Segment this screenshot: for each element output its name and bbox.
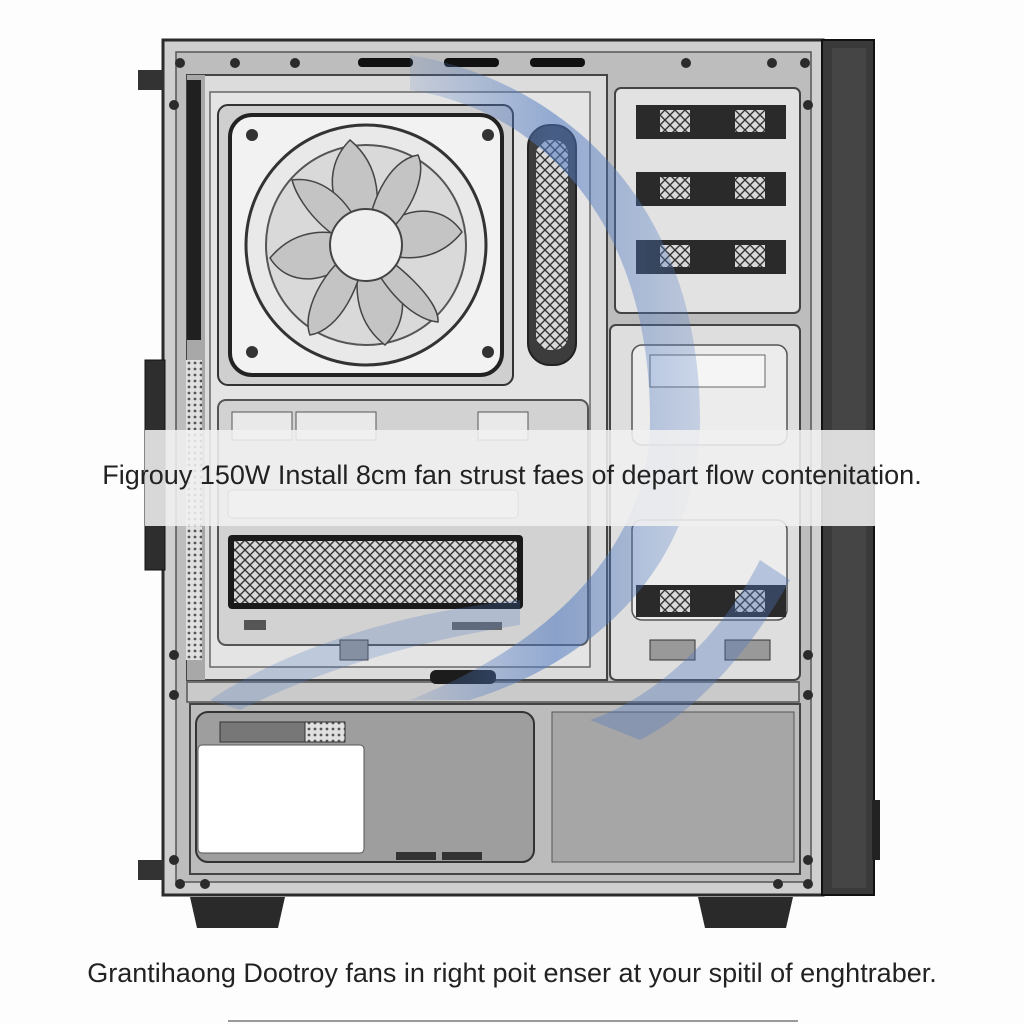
footer-caption: Grantihaong Dootroy fans in right poit e… <box>87 958 937 988</box>
divider-line <box>228 1020 798 1022</box>
top-vents <box>358 58 585 67</box>
overlay-caption: Figrouy 150W Install 8cm fan strust faes… <box>102 460 922 490</box>
screw-icon <box>169 58 813 889</box>
case-fan-icon <box>217 104 514 386</box>
caption-band <box>145 430 875 526</box>
foot-icon <box>190 897 793 928</box>
psu-shroud-icon <box>189 703 801 875</box>
airflow-arrow <box>210 55 790 740</box>
